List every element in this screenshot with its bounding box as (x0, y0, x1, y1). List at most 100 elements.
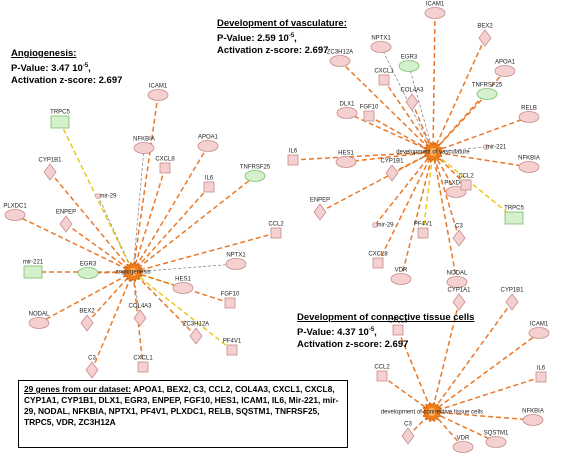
node-angiogenesis-pf4v1[interactable]: PF4V1 (223, 339, 242, 356)
hub-angiogenesis[interactable]: angiogenesis (115, 261, 151, 283)
node-angiogenesis-nfkbia[interactable]: NFKBIA (133, 137, 155, 154)
node-vasculature-enpep[interactable]: ENPEP (310, 198, 330, 221)
node-shape-ellipse (28, 317, 50, 329)
node-shape-square (159, 162, 171, 174)
node-angiogenesis-zc3h12a[interactable]: ZC3H12A (183, 322, 209, 345)
node-vasculature-apoa1[interactable]: APOA1 (494, 60, 516, 77)
node-connective-ccl2[interactable]: CCL2 (374, 365, 390, 382)
node-label: TRPC5 (50, 110, 70, 116)
edge-vasculature-c3 (432, 151, 460, 239)
node-shape-diamond (59, 215, 73, 233)
node-vasculature-dlx1[interactable]: DLX1 (336, 102, 358, 119)
hub-connective[interactable]: development of connective tissue cells (381, 401, 483, 423)
node-vasculature-nptx1[interactable]: NPTX1 (370, 36, 392, 53)
node-vasculature-mir-221[interactable]: mir-221 (483, 144, 507, 151)
node-angiogenesis-c3[interactable]: C3 (85, 356, 99, 379)
node-vasculature-hes1[interactable]: HES1 (335, 151, 357, 168)
node-vasculature-zc3h12a[interactable]: ZC3H12A (327, 50, 353, 67)
node-angiogenesis-apoa1[interactable]: APOA1 (197, 135, 219, 152)
node-shape-ellipse (172, 282, 194, 294)
edge-angiogenesis-c3 (91, 271, 134, 371)
vasculature-zscore: Activation z-score: 2.697 (217, 45, 329, 57)
node-label: APOA1 (495, 60, 516, 66)
node-label: ICAM1 (426, 2, 445, 8)
node-angiogenesis-icam1[interactable]: ICAM1 (147, 84, 169, 101)
node-vasculature-il6[interactable]: IL6 (287, 149, 299, 166)
node-angiogenesis-ccl2[interactable]: CCL2 (268, 222, 284, 239)
node-angiogenesis-nodal[interactable]: NODAL (28, 312, 50, 329)
node-angiogenesis-hes1[interactable]: HES1 (172, 277, 194, 294)
node-connective-cxcl8[interactable]: CXCL8 (388, 319, 408, 336)
node-shape-ellipse (329, 55, 351, 67)
node-label: PF4V1 (223, 339, 242, 345)
node-vasculature-bex2[interactable]: BEX2 (477, 24, 493, 47)
node-vasculature-relb[interactable]: RELB (518, 106, 540, 123)
connective-info: Development of connective tissue cells P… (297, 312, 474, 351)
node-label: CXCL8 (388, 319, 408, 325)
edge-vasculature-bex2 (432, 37, 486, 153)
node-angiogenesis-enpep[interactable]: ENPEP (56, 210, 76, 233)
node-vasculature-cxcl1[interactable]: CXCL1 (374, 69, 394, 86)
node-vasculature-icam1[interactable]: ICAM1 (424, 2, 446, 19)
node-label: CXCL8 (368, 252, 388, 258)
edge-connective-cyp1a1 (431, 301, 460, 413)
node-vasculature-egr3[interactable]: EGR3 (398, 55, 420, 72)
node-angiogenesis-bex2[interactable]: BEX2 (79, 309, 95, 332)
node-connective-vdr[interactable]: VDR (452, 436, 474, 453)
hub-vasculature[interactable]: development of vasculature (396, 141, 470, 163)
node-connective-nfkbia[interactable]: NFKBIA (522, 409, 544, 426)
node-connective-sqstm1[interactable]: SQSTM1 (484, 431, 509, 448)
node-vasculature-ccl2[interactable]: CCL2 (458, 174, 474, 191)
node-vasculature-cyp1b1[interactable]: CYP1B1 (380, 159, 404, 182)
node-vasculature-c3[interactable]: C3 (452, 224, 466, 247)
node-label: mir-221 (23, 260, 44, 266)
node-connective-il6[interactable]: IL6 (535, 366, 547, 383)
node-vasculature-mir-29[interactable]: mir-29 (372, 222, 395, 229)
edge-connective-il6 (431, 376, 542, 413)
node-label: VDR (457, 436, 470, 442)
node-angiogenesis-cxcl8[interactable]: CXCL8 (155, 157, 175, 174)
node-vasculature-trpc5[interactable]: TRPC5 (504, 206, 524, 225)
node-angiogenesis-mir-221[interactable]: mir-221 (23, 260, 44, 279)
node-connective-cyp1b1[interactable]: CYP1B1 (500, 288, 524, 311)
edge-vasculature-icam1 (432, 12, 436, 153)
node-label: NFKBIA (522, 409, 544, 415)
node-angiogenesis-mir-29[interactable]: mir-29 (95, 193, 118, 200)
node-connective-icam1[interactable]: ICAM1 (528, 322, 550, 339)
node-shape-square (363, 110, 375, 122)
node-vasculature-pf4v1[interactable]: PF4V1 (414, 222, 433, 239)
node-angiogenesis-il6[interactable]: IL6 (203, 176, 215, 193)
edge-vasculature-zc3h12a (339, 60, 434, 153)
node-shape-ellipse (452, 441, 474, 453)
node-shape-ellipse (336, 107, 358, 119)
node-angiogenesis-fgf10[interactable]: FGF10 (221, 292, 240, 309)
node-shape-ellipse (518, 161, 540, 173)
edge-vasculature-apoa1 (432, 70, 506, 153)
node-angiogenesis-cyp1b1[interactable]: CYP1B1 (38, 158, 62, 181)
edge-angiogenesis-bex2 (86, 271, 134, 324)
node-shape-square (376, 370, 388, 382)
node-connective-c3[interactable]: C3 (401, 422, 415, 445)
node-angiogenesis-nptx1[interactable]: NPTX1 (225, 253, 247, 270)
node-vasculature-nfkbia[interactable]: NFKBIA (518, 156, 540, 173)
node-angiogenesis-egr3[interactable]: EGR3 (77, 262, 99, 279)
node-vasculature-cxcl8[interactable]: CXCL8 (368, 252, 388, 269)
node-vasculature-nodal[interactable]: NODAL (446, 271, 468, 288)
node-vasculature-fgf10[interactable]: FGF10 (360, 105, 379, 122)
edge-angiogenesis-nfkbia (132, 147, 145, 273)
node-angiogenesis-trpc5[interactable]: TRPC5 (50, 110, 70, 129)
node-vasculature-col4a3[interactable]: COL4A3 (400, 88, 424, 111)
node-connective-cyp1a1[interactable]: CYP1A1 (447, 288, 471, 311)
node-label: CCL2 (458, 174, 474, 180)
node-angiogenesis-cxcl1[interactable]: CXCL1 (133, 356, 153, 373)
edge-vasculature-nfkbia (432, 151, 530, 168)
node-angiogenesis-tnfrsf25[interactable]: TNFRSF25 (240, 165, 271, 182)
node-angiogenesis-plxdc1[interactable]: PLXDC1 (3, 204, 27, 221)
node-label: DLX1 (339, 102, 355, 108)
node-shape-square (203, 181, 215, 193)
node-angiogenesis-col4a3[interactable]: COL4A3 (128, 304, 152, 327)
node-vasculature-vdr[interactable]: VDR (390, 268, 412, 285)
node-shape-ellipse (370, 41, 392, 53)
node-vasculature-tnfrsf25[interactable]: TNFRSF25 (472, 83, 503, 100)
node-label: mir-221 (486, 145, 507, 151)
